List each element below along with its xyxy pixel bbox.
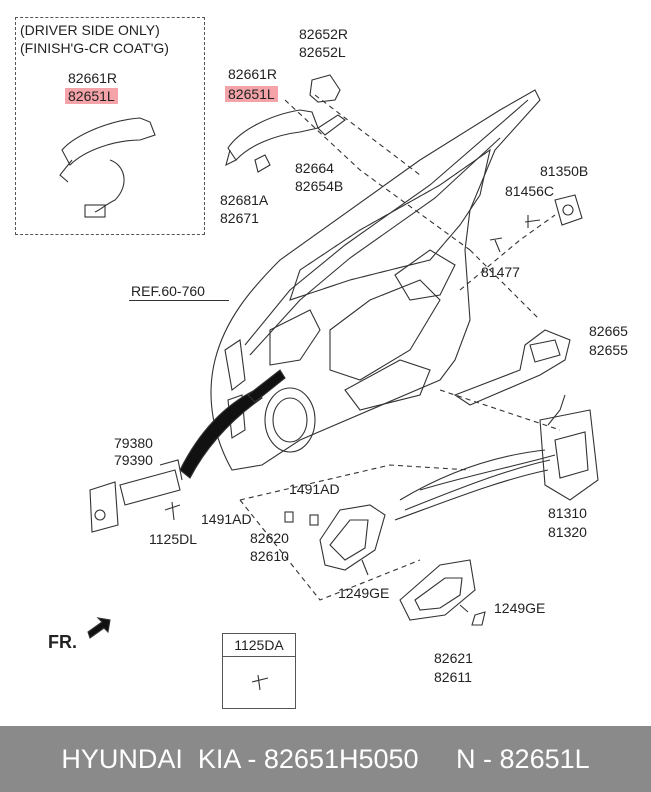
part-82621: 82621 (434, 650, 473, 666)
part-79390: 79390 (114, 452, 153, 468)
ref-leader-line (129, 300, 229, 301)
part-82654B: 82654B (295, 178, 344, 194)
part-1249GE-a: 1249GE (338, 585, 390, 601)
part-82652L: 82652L (299, 44, 346, 60)
part-81350B: 81350B (540, 163, 589, 179)
part-82661R: 82661R (228, 66, 278, 82)
inset-note-line1: (DRIVER SIDE ONLY) (20, 22, 160, 38)
part-82681A: 82681A (220, 192, 269, 208)
part-82620: 82620 (250, 530, 289, 546)
part-1491AD-left: 1491AD (201, 511, 252, 527)
part-81456C: 81456C (505, 183, 555, 199)
inset-note-line2: (FINISH'G-CR COAT'G) (20, 40, 169, 56)
footer-text: HYUNDAI KIA - 82651H5050 N - 82651L (61, 744, 590, 774)
part-82665: 82665 (589, 323, 628, 339)
driver-side-inset (15, 17, 205, 235)
part-82671: 82671 (220, 210, 259, 226)
fastener-box: 1125DA (222, 633, 296, 709)
front-direction-label: FR. (48, 632, 77, 652)
inset-part-82651L: 82651L (65, 88, 118, 104)
part-number-footer: HYUNDAI KIA - 82651H5050 N - 82651L (0, 726, 651, 792)
part-81477: 81477 (481, 264, 520, 280)
part-81320: 81320 (548, 524, 587, 540)
part-1249GE-b: 1249GE (494, 600, 546, 616)
part-1125DL: 1125DL (149, 531, 198, 547)
part-82651L: 82651L (225, 86, 278, 102)
part-1491AD-top: 1491AD (289, 481, 340, 497)
part-81310: 81310 (548, 505, 587, 521)
part-82611: 82611 (434, 669, 472, 685)
inset-part-82651L-text: 82651L (65, 88, 118, 104)
inset-part-82661R: 82661R (68, 70, 118, 86)
ref-label: REF.60-760 (131, 283, 205, 299)
part-82610: 82610 (250, 548, 289, 564)
fastener-box-label: 1125DA (223, 634, 295, 657)
parts-diagram: (DRIVER SIDE ONLY) (FINISH'G-CR COAT'G) … (15, 17, 628, 709)
part-82652R: 82652R (299, 26, 349, 42)
part-82651L-text: 82651L (225, 86, 278, 102)
part-79380: 79380 (114, 435, 153, 451)
door-assembly-drawing (59, 74, 599, 691)
part-82655: 82655 (589, 342, 628, 358)
part-82664: 82664 (295, 160, 334, 176)
